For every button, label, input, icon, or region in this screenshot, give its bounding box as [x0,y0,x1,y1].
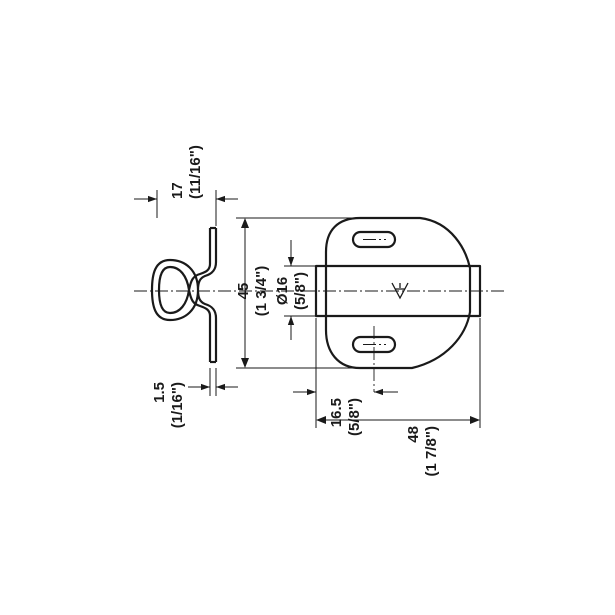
side-width-metric-label: 17 [169,182,186,199]
center-offset-metric-label: 16.5 [328,398,345,427]
side-view-inner-profile [157,228,212,362]
side-view [150,226,218,364]
dimension-hole-diameter: Ø16 (5/8") [274,240,316,340]
hole-diameter-imperial-label: (5/8") [292,272,309,310]
thickness-imperial-label: (1/16") [169,382,186,428]
arrow-head [241,218,249,228]
upper-mounting-slot [351,230,397,249]
dimension-side-width: 17 (11/16") [134,145,238,226]
arrow-head [316,416,326,424]
thickness-metric-label: 1.5 [151,382,168,403]
arrow-head [470,416,480,424]
overall-width-metric-label: 48 [405,426,422,443]
dimension-height: 45 (1 3/4") [235,217,362,369]
arrow-head [241,358,249,368]
dimension-center-offset: 16.5 (5/8") [293,318,398,436]
front-view [314,216,482,392]
upper-slot-outline [351,230,397,249]
dimension-thickness: 1.5 (1/16") [151,368,238,428]
height-imperial-label: (1 3/4") [253,266,270,316]
side-view-profile [150,228,218,362]
dimension-overall-width: 48 (1 7/8") [316,318,481,476]
hole-diameter-metric-label: Ø16 [274,277,291,305]
height-metric-label: 45 [235,283,252,300]
side-width-imperial-label: (11/16") [187,145,204,199]
manufacturer-logo [391,282,409,300]
center-offset-imperial-label: (5/8") [346,398,363,436]
lower-mounting-slot [351,326,397,392]
overall-width-imperial-label: (1 7/8") [423,426,440,476]
front-view-plate-outline [324,216,472,370]
